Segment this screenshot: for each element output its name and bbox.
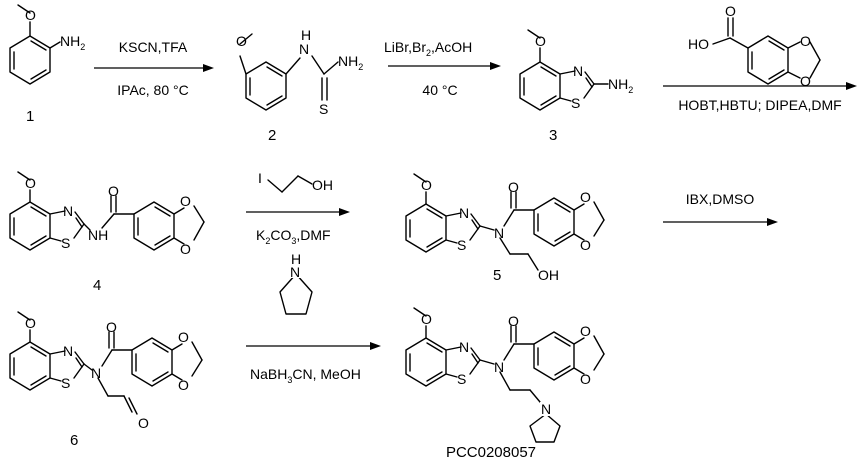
step1-conditions: IPAc, 80 °C <box>117 82 188 98</box>
atom-nh2: NH2 <box>338 53 363 72</box>
atom-s: S <box>61 235 70 251</box>
compound-6-structure: O N S N O O O O <box>9 311 203 431</box>
atom-o: O <box>535 33 546 49</box>
atom-h: H <box>291 251 301 267</box>
atom-o: O <box>421 177 432 193</box>
compound-4-structure: O N S NH O O O <box>9 171 205 257</box>
step2-conditions: 40 °C <box>422 82 457 98</box>
atom-nh2: NH2 <box>608 76 633 95</box>
atom-o: O <box>106 319 117 335</box>
compound-label-1: 1 <box>26 108 34 125</box>
step3-conditions: HOBT,HBTU; DIPEA,DMF <box>678 97 841 113</box>
compound-label-pcc0208057: PCC0208057 <box>446 444 536 459</box>
atom-o: O <box>725 3 736 19</box>
atom-o: O <box>421 311 432 327</box>
atom-o: O <box>180 193 191 209</box>
atom-n: N <box>63 343 73 359</box>
arrow-3 <box>663 82 857 90</box>
atom-n: N <box>459 339 469 355</box>
reagent-pyrrolidine: N H <box>279 251 313 315</box>
atom-n: N <box>299 41 309 57</box>
atom-nh: NH <box>88 227 108 243</box>
atom-n: N <box>63 203 73 219</box>
step4-conditions: K2CO3,DMF <box>256 227 331 246</box>
arrow-5 <box>663 218 778 226</box>
atom-o: O <box>180 241 191 257</box>
atom-o: O <box>580 189 591 205</box>
atom-o: O <box>25 175 36 191</box>
atom-h: H <box>301 27 311 43</box>
atom-s: S <box>457 237 466 253</box>
step2-reagents: LiBr,Br2,AcOH <box>384 39 472 58</box>
atom-n: N <box>91 365 101 381</box>
atom-n: N <box>494 359 504 375</box>
atom-o: O <box>508 313 519 329</box>
reagent-2-iodoethanol: I OH <box>258 170 333 193</box>
atom-s: S <box>457 371 466 387</box>
atom-o: O <box>25 315 36 331</box>
compound-2-structure: O N H NH2 S <box>236 27 363 117</box>
atom-ho: HO <box>688 36 709 52</box>
atom-s: S <box>571 95 580 111</box>
atom-o: O <box>236 33 247 49</box>
atom-o: O <box>25 7 36 23</box>
atom-o: O <box>108 183 119 199</box>
compound-pcc0208057-structure: O N S N O O O N <box>405 307 605 443</box>
atom-n: N <box>459 205 469 221</box>
atom-o: O <box>800 33 811 49</box>
step1-reagents: KSCN,TFA <box>119 39 188 55</box>
arrow-4 <box>246 208 350 216</box>
atom-n: N <box>494 225 504 241</box>
atom-o: O <box>580 323 591 339</box>
atom-o: O <box>178 329 189 345</box>
reagent-piperonylic-acid: O HO O O <box>688 3 821 89</box>
compound-label-6: 6 <box>70 432 78 449</box>
compound-label-3: 3 <box>549 127 557 144</box>
atom-o: O <box>580 237 591 253</box>
atom-o: O <box>508 179 519 195</box>
atom-n: N <box>290 264 300 280</box>
compound-label-4: 4 <box>93 277 101 294</box>
step6-conditions: NaBH3CN, MeOH <box>250 366 361 385</box>
atom-nh2: NH2 <box>60 33 85 52</box>
compound-5-structure: O N S N O O O OH <box>405 173 605 283</box>
atom-n: N <box>573 63 583 79</box>
atom-n: N <box>541 401 551 417</box>
arrow-2 <box>388 62 501 70</box>
arrow-1 <box>94 64 214 72</box>
step5-reagents: IBX,DMSO <box>686 191 755 207</box>
atom-s: S <box>61 375 70 391</box>
compound-1-structure: O NH2 <box>9 4 85 85</box>
atom-s: S <box>319 101 328 117</box>
atom-oh: OH <box>538 267 559 283</box>
atom-o: O <box>800 73 811 89</box>
atom-o: O <box>138 415 149 431</box>
compound-3-structure: O N S NH2 <box>519 29 633 111</box>
atom-o: O <box>580 371 591 387</box>
atom-o: O <box>178 377 189 393</box>
atom-i: I <box>258 170 262 186</box>
compound-label-2: 2 <box>268 127 276 144</box>
atom-oh: OH <box>312 177 333 193</box>
compound-label-5: 5 <box>493 267 501 284</box>
arrow-6 <box>246 342 381 350</box>
